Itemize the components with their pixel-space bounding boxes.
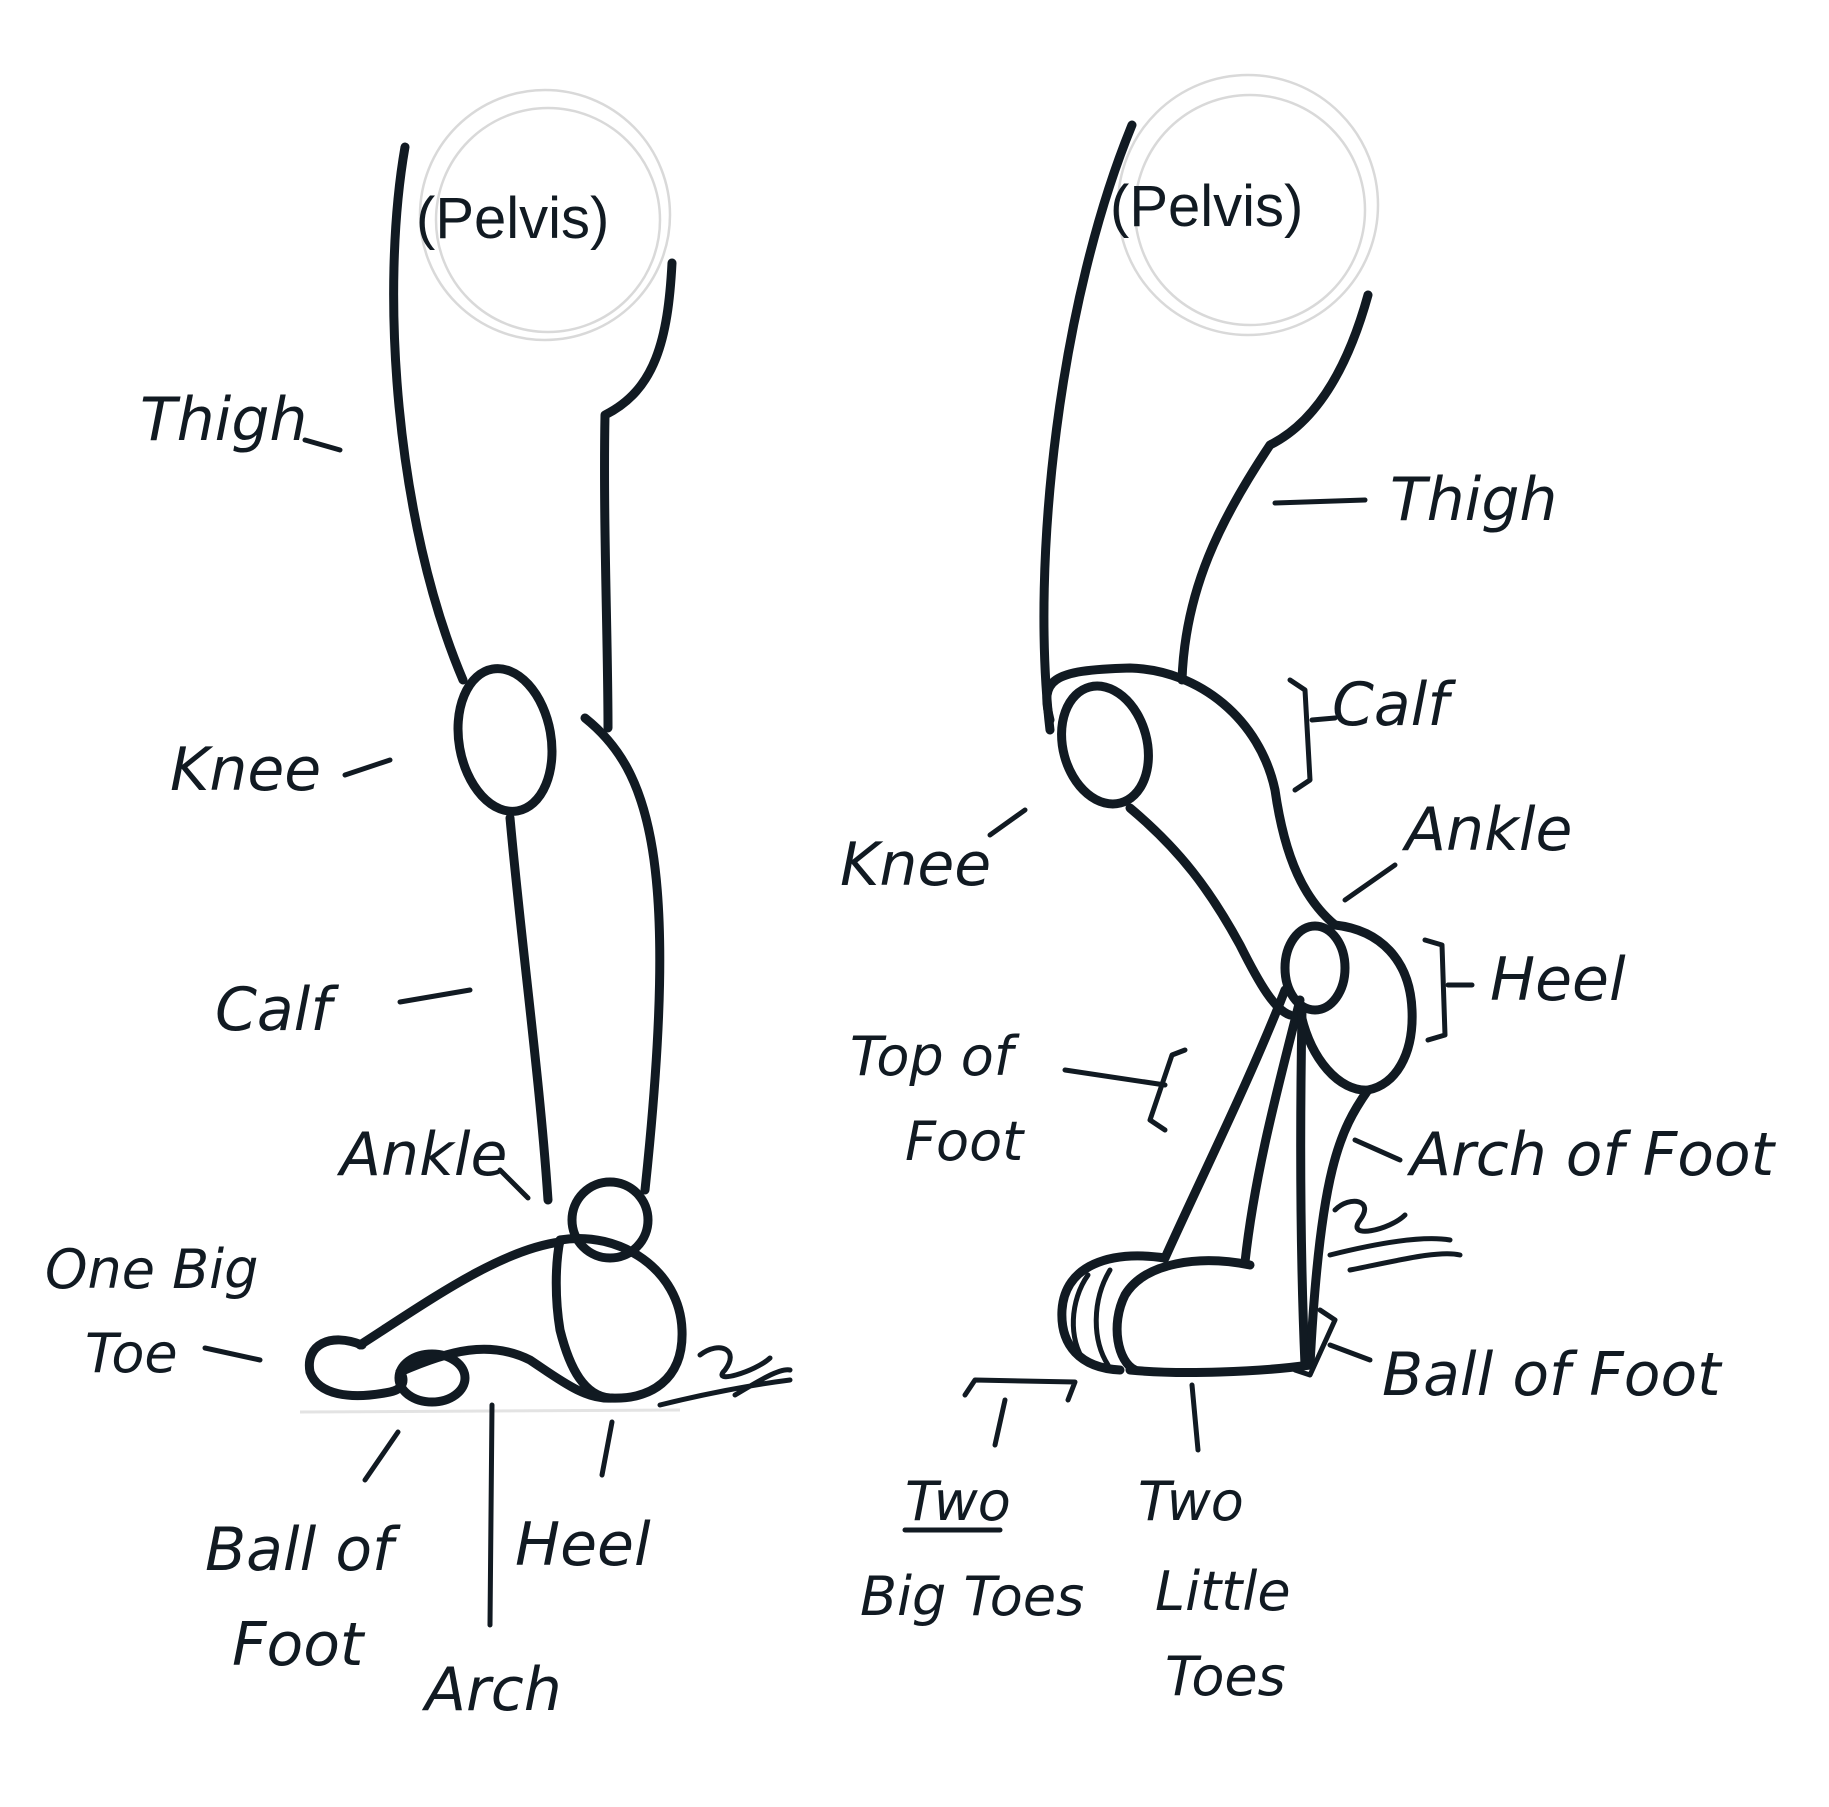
left-ball-label-line2: Foot [232,1610,366,1680]
right-thigh-front-outline [1039,120,1137,735]
right-top-of-foot-label-line1: Top of [850,1025,1020,1088]
left-ball-leader [362,1429,401,1483]
right-big-toes-label-line2: Big Toes [860,1565,1084,1628]
left-heel-leader [599,1419,615,1478]
right-thigh-label: Thigh [1390,465,1557,535]
right-arch-of-foot-label: Arch of Foot [1406,1120,1777,1190]
right-big-toes-leader [992,1397,1008,1448]
right-little-toes-label-line2: Little [1155,1560,1291,1623]
right-knee-label: Knee [840,830,991,900]
left-big-toe [304,1335,408,1401]
right-heel-label: Heel [1490,945,1626,1015]
right-top-of-foot-outline [1160,985,1290,1263]
left-pelvis-sketch-circle [418,88,672,342]
right-leg-labels: (Pelvis) Thigh Calf Ankle Knee Heel Top … [840,174,1777,1708]
left-leg-labels: (Pelvis) Thigh Knee Calf Ankle One Big T… [45,186,651,1725]
right-arch-of-foot-leader [1352,1137,1403,1163]
left-toe-leader [202,1345,263,1363]
left-shin-outline [505,813,553,1205]
left-ankle-joint [567,1177,653,1263]
right-pelvis-label: (Pelvis) [1110,174,1303,239]
left-artist-signature [657,1345,793,1408]
right-ankle-label: Ankle [1401,795,1572,865]
left-ankle-label: Ankle [336,1120,507,1190]
left-calf-outline [580,713,665,1195]
right-ankle-joint [1280,921,1350,1015]
right-metatarsal-line [1240,995,1305,1267]
right-shin-outline [1125,803,1295,1020]
right-arch-outline [1305,1085,1373,1370]
right-pelvis-sketch-circle-inner [1133,93,1367,327]
left-leg-drawing [299,88,793,1414]
left-arch-leader [487,1402,495,1628]
left-pelvis-sketch-circle-inner [434,106,662,334]
right-top-of-foot-bracket [1147,1047,1188,1133]
left-thigh-leader [302,437,343,453]
right-toe-divider-1 [1070,1272,1091,1365]
right-ankle-leader [1342,862,1398,903]
right-thigh-leader [1272,497,1368,506]
right-leg-drawing [1039,73,1463,1377]
left-calf-label: Calf [215,975,339,1045]
right-ball-of-foot-bracket [1292,1307,1338,1378]
left-ball-of-foot [394,1349,470,1407]
right-top-of-foot-label-line2: Foot [905,1110,1025,1173]
left-toe-label-line2: Toe [85,1322,178,1385]
left-ball-label-line1: Ball of [205,1515,401,1585]
left-kneecap [453,664,557,816]
right-kneecap [1057,681,1153,809]
right-little-toes-label-line1: Two [1138,1470,1244,1533]
right-ball-of-foot-leader [1327,1342,1373,1363]
right-toe-divider-2 [1093,1267,1113,1368]
right-back-foot-line [1296,1005,1310,1370]
right-heel-bracket [1422,937,1448,1043]
right-big-toes-bracket [962,1377,1078,1403]
right-calf-bracket [1287,677,1313,793]
right-artist-signature [1327,1198,1463,1273]
right-ball-of-foot-label: Ball of Foot [1382,1340,1723,1410]
right-thigh-back-outline [1177,290,1373,685]
right-pelvis-sketch-circle [1116,73,1380,337]
left-ankle-leader [497,1167,531,1201]
right-calf-label: Calf [1332,670,1456,740]
left-foot-top-outline [355,1237,565,1350]
right-little-toes-outline [1112,1256,1255,1375]
left-heel-label: Heel [515,1510,651,1580]
left-toe-label-line1: One Big [45,1238,258,1301]
left-arch-label: Arch [421,1655,562,1725]
right-knee-leader [987,807,1028,838]
right-little-toes-label-line3: Toes [1165,1645,1286,1708]
right-top-of-foot-leader [1062,1067,1168,1088]
left-knee-leader [342,757,393,778]
left-thigh-front-outline [389,142,468,685]
right-sole-outline [1125,1360,1315,1377]
right-calf-leader [1309,715,1338,723]
left-calf-leader [397,987,473,1005]
right-big-toes-label-line1: Two [905,1470,1011,1533]
left-pelvis-label: (Pelvis) [416,186,609,251]
left-thigh-label: Thigh [140,385,307,455]
left-thigh-back-outline [600,258,677,733]
right-calf-top-outline [1042,663,1340,930]
right-heel-shape [1295,920,1417,1095]
left-knee-label: Knee [170,735,321,805]
right-little-toes-leader [1189,1382,1201,1453]
left-heel-shape [551,1234,687,1403]
